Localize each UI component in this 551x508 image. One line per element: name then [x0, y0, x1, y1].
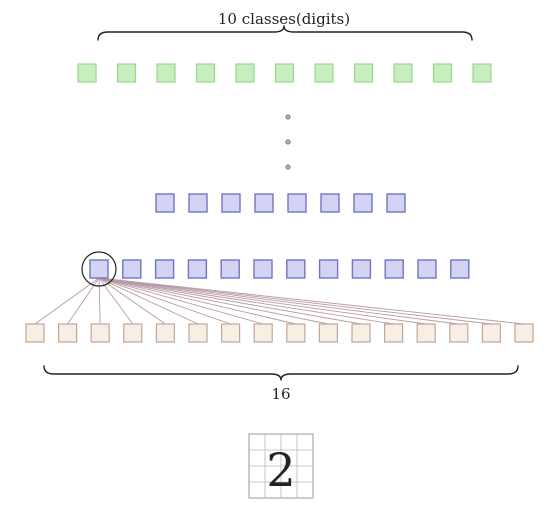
- hidden-layer-upper: [155, 193, 406, 213]
- output-neuron: [156, 63, 176, 83]
- input-neuron: [514, 323, 534, 343]
- hidden-neuron: [122, 259, 142, 279]
- focused-neuron-ring: [81, 251, 117, 287]
- input-connection: [98, 277, 199, 325]
- connections: [34, 277, 525, 325]
- hidden-neuron: [417, 259, 437, 279]
- output-neuron: [314, 63, 334, 83]
- hidden-neuron: [450, 259, 470, 279]
- output-neuron: [472, 63, 492, 83]
- input-connection: [98, 277, 492, 325]
- output-neuron: [432, 63, 453, 83]
- input-neuron: [318, 323, 338, 343]
- input-digit: 2: [266, 443, 295, 497]
- hidden-neuron: [318, 259, 339, 279]
- output-neuron: [116, 63, 137, 83]
- output-layer: [77, 63, 492, 83]
- input-connection: [98, 277, 394, 325]
- input-neuron: [449, 323, 469, 343]
- input-connection: [98, 277, 427, 325]
- input-connection: [98, 277, 459, 325]
- hidden-neuron: [384, 259, 404, 279]
- input-neuron: [416, 323, 436, 343]
- ellipsis-dot: [285, 114, 291, 120]
- input-neuron: [384, 323, 404, 343]
- layer-ellipsis: [285, 114, 291, 170]
- output-neuron: [393, 63, 413, 83]
- input-brace-label: 16: [271, 385, 290, 403]
- hidden-neuron: [154, 259, 175, 279]
- hidden-neuron: [351, 259, 372, 279]
- output-neuron: [353, 63, 374, 83]
- ellipsis-dot: [285, 139, 291, 145]
- input-neuron: [221, 323, 241, 343]
- input-connection: [98, 277, 166, 325]
- input-digit-grid: [248, 433, 314, 499]
- hidden-neuron: [287, 193, 307, 213]
- input-connection: [98, 277, 264, 325]
- output-neuron: [195, 63, 216, 83]
- hidden-neuron: [386, 193, 406, 213]
- output-brace-label: 10 classes(digits): [218, 10, 350, 28]
- input-connection: [98, 277, 231, 325]
- input-connection: [98, 277, 525, 325]
- input-neuron: [25, 323, 45, 343]
- input-brace: [43, 365, 519, 381]
- output-neuron: [274, 63, 295, 83]
- input-neuron: [90, 323, 110, 343]
- hidden-neuron: [353, 193, 373, 213]
- input-neuron: [57, 323, 78, 343]
- hidden-neuron: [188, 193, 208, 213]
- input-neuron: [188, 323, 208, 343]
- input-layer: [25, 323, 534, 343]
- input-neuron: [155, 323, 175, 343]
- hidden-neuron: [253, 259, 273, 279]
- input-connection: [98, 277, 329, 325]
- input-connection: [98, 277, 101, 325]
- output-neuron: [77, 63, 97, 83]
- hidden-neuron: [320, 193, 340, 213]
- hidden-neuron: [254, 193, 274, 213]
- hidden-neuron: [155, 193, 175, 213]
- input-neuron: [253, 323, 273, 343]
- input-neuron: [481, 323, 501, 343]
- input-neuron: [123, 323, 143, 343]
- output-neuron: [235, 63, 255, 83]
- input-connection: [98, 277, 296, 325]
- input-connection: [34, 277, 100, 325]
- input-neuron: [351, 323, 371, 343]
- output-brace: [97, 25, 473, 41]
- input-neuron: [286, 323, 306, 343]
- hidden-neuron: [220, 259, 240, 279]
- hidden-neuron: [286, 259, 306, 279]
- hidden-neuron: [221, 193, 241, 213]
- ellipsis-dot: [285, 164, 291, 170]
- hidden-neuron: [89, 259, 109, 279]
- input-connection: [98, 277, 362, 325]
- hidden-neuron: [187, 259, 208, 279]
- hidden-layer-lower: [89, 259, 470, 279]
